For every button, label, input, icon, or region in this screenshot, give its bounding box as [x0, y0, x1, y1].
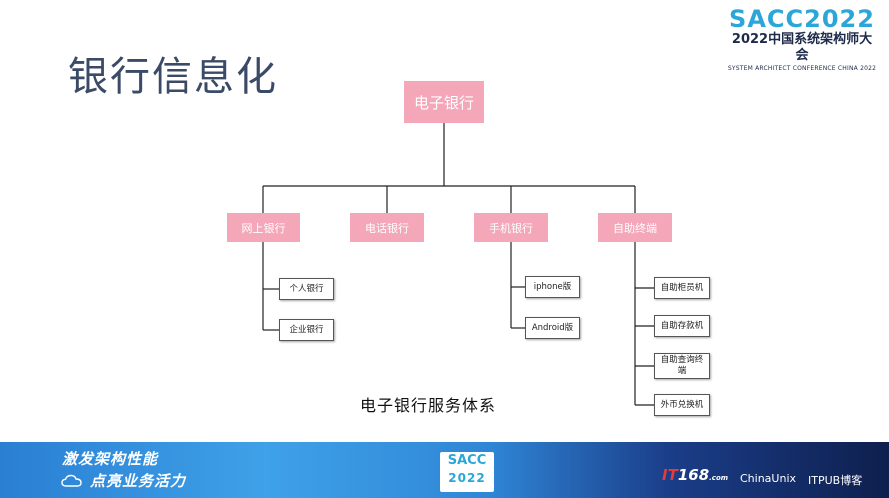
cloud-icon — [61, 474, 82, 487]
node-leaf-enterprise: 企业银行 — [279, 319, 334, 341]
sacc-logo: SACC2022 2022中国系统架构师大会 SYSTEM ARCHITECT … — [727, 6, 877, 73]
node-leaf-exchange: 外币兑换机 — [654, 394, 710, 416]
node-root: 电子银行 — [404, 81, 484, 123]
node-branch-mobile: 手机银行 — [474, 213, 548, 242]
logo-subtitle: 2022中国系统架构师大会 — [731, 32, 873, 63]
node-leaf-query: 自助查询终端 — [654, 353, 710, 379]
chinaunix-logo: ChinaUnix — [740, 472, 797, 485]
it168-logo: IT168.com — [662, 466, 729, 484]
badge-line1: SACC — [447, 453, 487, 468]
slogan-line1: 激发架构性能 — [62, 450, 159, 468]
slide-title: 银行信息化 — [68, 54, 278, 100]
node-leaf-personal: 个人银行 — [279, 278, 334, 300]
node-branch-online: 网上银行 — [227, 213, 300, 242]
node-branch-terminal: 自助终端 — [598, 213, 672, 242]
node-branch-phone: 电话银行 — [350, 213, 424, 242]
sacc-badge: SACC 2022 — [440, 452, 494, 492]
node-leaf-iphone: iphone版 — [525, 276, 580, 298]
logo-main: SACC2022 — [729, 5, 875, 33]
node-leaf-android: Android版 — [525, 317, 580, 339]
node-leaf-atm: 自助柜员机 — [654, 277, 710, 299]
node-leaf-deposit: 自助存款机 — [654, 315, 710, 337]
logo-english: SYSTEM ARCHITECT CONFERENCE CHINA 2022 — [727, 65, 877, 72]
badge-line2: 2022 — [448, 471, 486, 485]
itpub-logo: ITPUB博客 — [808, 474, 863, 487]
diagram-caption: 电子银行服务体系 — [360, 396, 497, 415]
slogan-line2: 点亮业务活力 — [90, 472, 187, 490]
